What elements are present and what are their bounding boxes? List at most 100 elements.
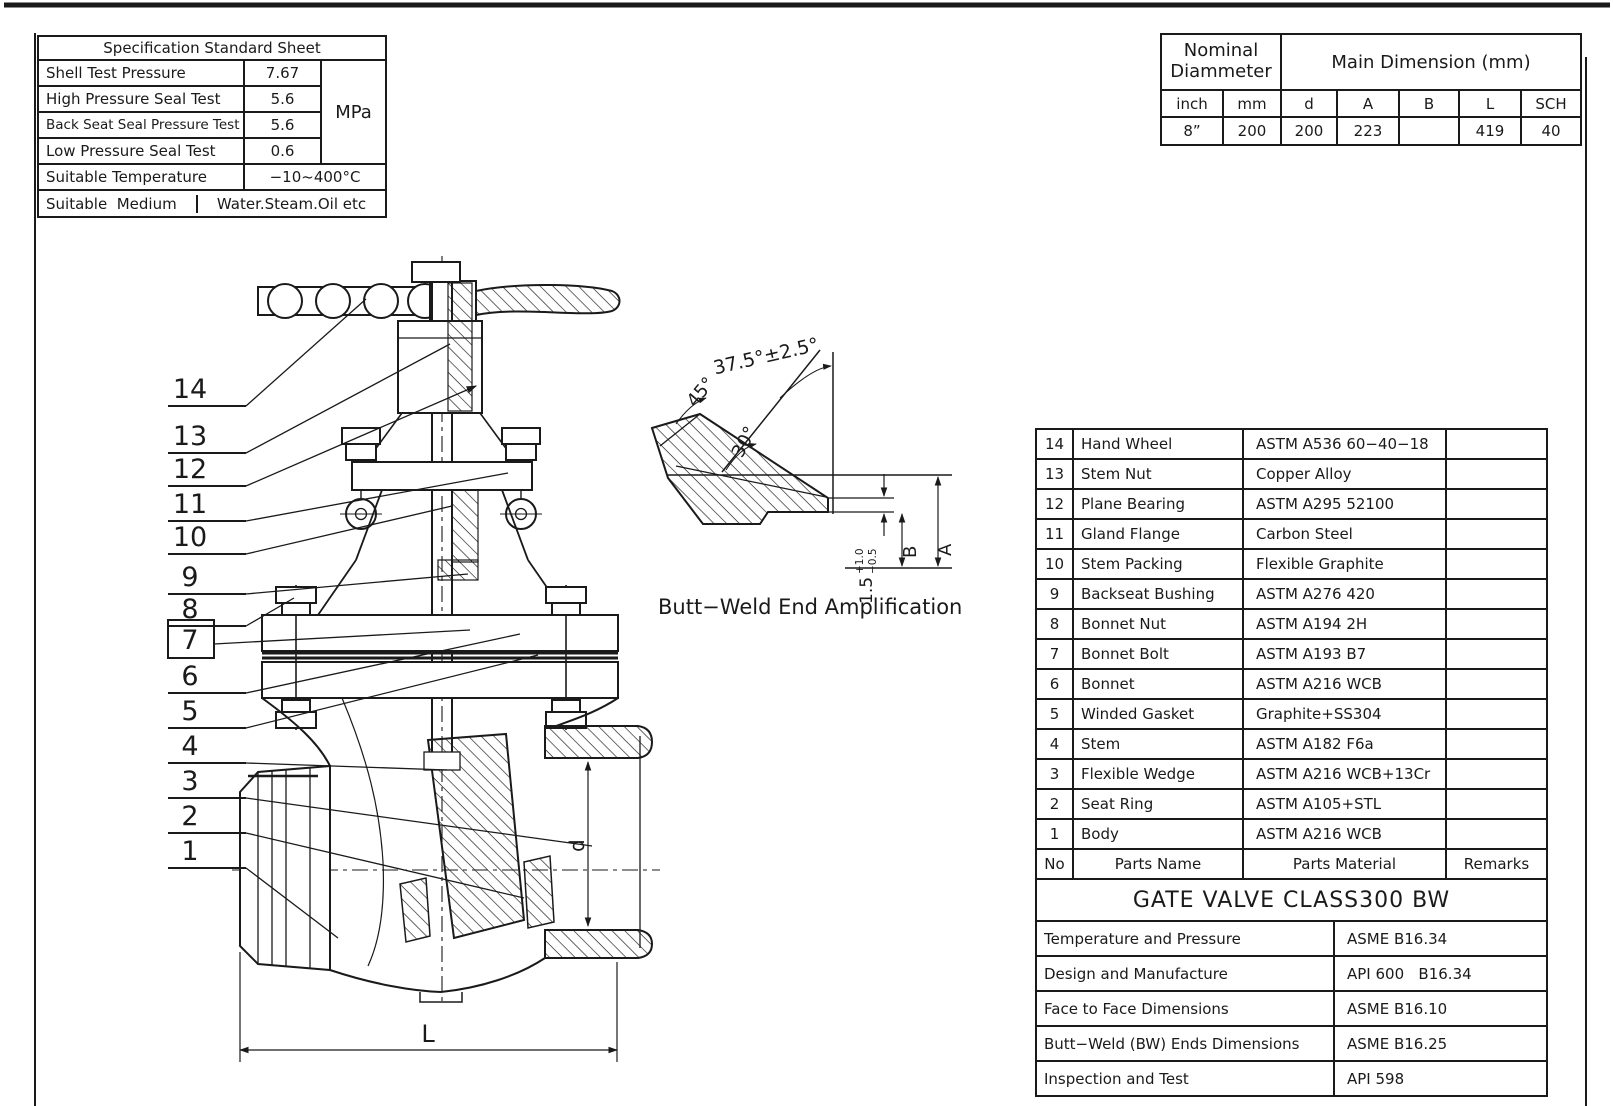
parts-row: 9 Backseat Bushing ASTM A276 420 — [1035, 578, 1548, 610]
flexible-wedge — [423, 732, 526, 940]
parts-row: 11 Gland Flange Carbon Steel — [1035, 518, 1548, 550]
parts-row: 1 Body ASTM A216 WCB — [1035, 818, 1548, 850]
callout-13: 13 — [173, 421, 207, 452]
bonnet — [317, 489, 567, 616]
length-dimension-label: L — [421, 1020, 435, 1048]
part-material: ASTM A216 WCB — [1242, 668, 1447, 700]
spec-value: 5.6 — [243, 111, 322, 139]
callout-5: 5 — [181, 696, 198, 727]
stem-packing — [451, 489, 479, 563]
part-name: Flexible Wedge — [1072, 758, 1244, 790]
dim-b-label: B — [900, 546, 921, 558]
col-mm: mm — [1222, 89, 1282, 118]
standard-label: Temperature and Pressure — [1035, 920, 1335, 957]
spec-label: Shell Test Pressure — [37, 59, 245, 87]
standard-value: API 600 B16.34 — [1332, 955, 1549, 992]
spec-label: Back Seat Seal Pressure Test — [37, 111, 245, 139]
part-remarks — [1445, 548, 1548, 580]
bonnet-flange-joint — [261, 614, 619, 699]
part-no: 4 — [1035, 728, 1074, 760]
part-remarks — [1445, 788, 1548, 820]
part-remarks — [1445, 518, 1548, 550]
part-remarks — [1445, 458, 1548, 490]
part-no: 10 — [1035, 548, 1074, 580]
dimension-values-row: 8” 200 200 223 419 40 — [1160, 116, 1583, 146]
val-B — [1398, 116, 1460, 146]
callout-1: 1 — [181, 836, 198, 867]
length-dimension — [239, 952, 618, 1062]
header-remarks: Remarks — [1445, 848, 1548, 880]
parts-list-table: 14 Hand Wheel ASTM A536 60−40−18 13 Stem… — [1035, 428, 1548, 880]
main-dimension-table: Nominal Diammeter Main Dimension (mm) in… — [1160, 33, 1583, 146]
part-material: Carbon Steel — [1242, 518, 1447, 550]
seat-rings — [399, 855, 555, 943]
main-dimension-header: Main Dimension (mm) — [1279, 33, 1583, 91]
val-inch: 8” — [1160, 116, 1224, 146]
spec-standard-sheet: Specification Standard Sheet Shell Test … — [36, 35, 388, 218]
part-no: 6 — [1035, 668, 1074, 700]
part-material: Copper Alloy — [1242, 458, 1447, 490]
parts-row: 14 Hand Wheel ASTM A536 60−40−18 — [1035, 428, 1548, 460]
part-no: 7 — [1035, 638, 1074, 670]
part-no: 12 — [1035, 488, 1074, 520]
spec-label: Suitable Medium — [46, 194, 177, 213]
spec-unit: MPa — [319, 59, 388, 165]
part-material: ASTM A216 WCB+13Cr — [1242, 758, 1447, 790]
standard-value: ASME B16.10 — [1332, 990, 1549, 1027]
part-remarks — [1445, 638, 1548, 670]
angle-outer-label: 37.5°±2.5° — [711, 334, 821, 380]
part-name: Stem Packing — [1072, 548, 1244, 580]
spec-temperature-row: Suitable Temperature −10~400°C — [37, 163, 388, 191]
part-name: Stem Nut — [1072, 458, 1244, 490]
part-remarks — [1445, 608, 1548, 640]
part-material: ASTM A193 B7 — [1242, 638, 1447, 670]
col-SCH: SCH — [1519, 89, 1583, 118]
header-no: No — [1035, 848, 1074, 880]
part-material: ASTM A216 WCB — [1242, 818, 1447, 850]
val-L: 419 — [1458, 116, 1522, 146]
part-name: Gland Flange — [1072, 518, 1244, 550]
spec-value: 5.6 — [243, 85, 322, 113]
spec-row: Low Pressure Seal Test 0.6 — [37, 137, 386, 165]
angle-chamfer-label: 45° — [683, 373, 720, 411]
standard-value: ASME B16.25 — [1332, 1025, 1549, 1062]
part-material: ASTM A182 F6a — [1242, 728, 1447, 760]
part-no: 13 — [1035, 458, 1074, 490]
svg-text:B: B — [900, 546, 921, 558]
standard-value: API 598 — [1332, 1060, 1549, 1097]
backseat-bushing — [437, 559, 479, 581]
part-remarks — [1445, 488, 1548, 520]
callout-14: 14 — [173, 374, 207, 405]
part-name: Bonnet Nut — [1072, 608, 1244, 640]
gland-flange — [340, 427, 542, 530]
spec-label: Suitable Temperature — [37, 163, 245, 191]
part-name: Seat Ring — [1072, 788, 1244, 820]
standard-row: Face to Face Dimensions ASME B16.10 — [1035, 990, 1549, 1027]
yoke-arms — [365, 412, 517, 463]
parts-row: 7 Bonnet Bolt ASTM A193 B7 — [1035, 638, 1548, 670]
spec-label: Low Pressure Seal Test — [37, 137, 245, 165]
part-no: 11 — [1035, 518, 1074, 550]
callout-10: 10 — [173, 522, 207, 553]
spec-value: 7.67 — [243, 59, 322, 87]
dim-a-label: A — [935, 543, 956, 556]
title-block: GATE VALVE CLASS300 BW Temperature and P… — [1034, 878, 1549, 1097]
standard-row: Temperature and Pressure ASME B16.34 — [1035, 920, 1549, 957]
part-no: 8 — [1035, 608, 1074, 640]
part-name: Body — [1072, 818, 1244, 850]
standard-value: ASME B16.34 — [1332, 920, 1549, 957]
part-material: ASTM A295 52100 — [1242, 488, 1447, 520]
parts-row: 2 Seat Ring ASTM A105+STL — [1035, 788, 1548, 820]
svg-text:A: A — [935, 543, 956, 556]
part-no: 2 — [1035, 788, 1074, 820]
spec-label: High Pressure Seal Test — [37, 85, 245, 113]
parts-row: 5 Winded Gasket Graphite+SS304 — [1035, 698, 1548, 730]
parts-row: 13 Stem Nut Copper Alloy — [1035, 458, 1548, 490]
col-d: d — [1280, 89, 1338, 118]
standard-label: Inspection and Test — [1035, 1060, 1335, 1097]
callout-12: 12 — [173, 454, 207, 485]
part-remarks — [1445, 728, 1548, 760]
part-no: 1 — [1035, 818, 1074, 850]
